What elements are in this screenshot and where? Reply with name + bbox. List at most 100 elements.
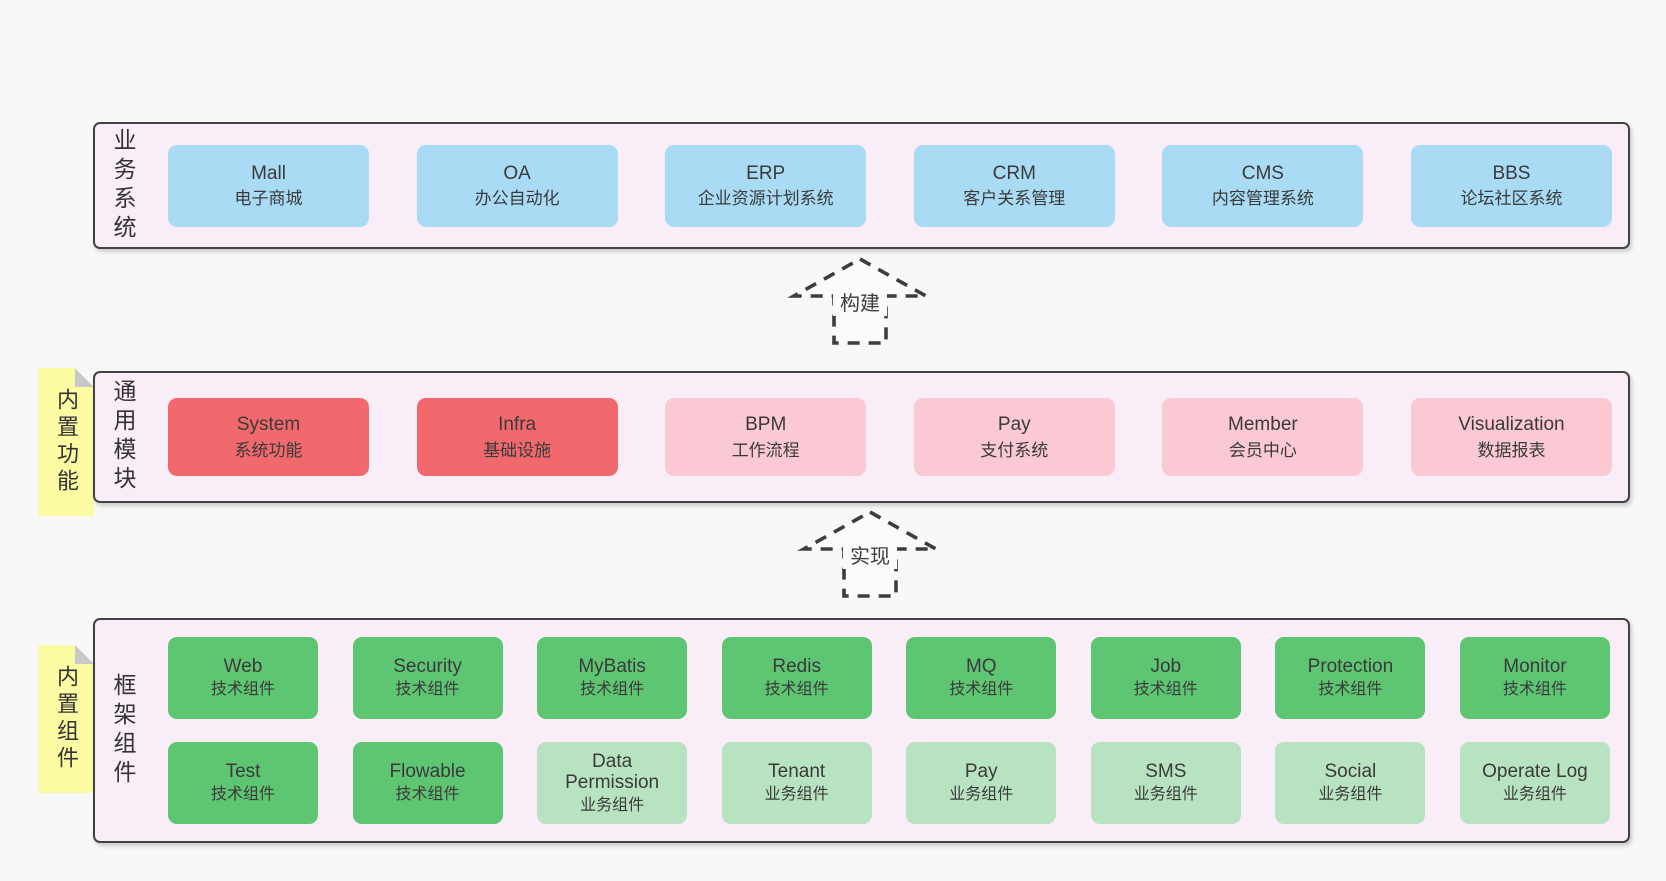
box-title: Visualization [1458,414,1565,435]
box-subtitle: 业务组件 [949,786,1014,804]
diagram-box-operate-log: Operate Log 业务组件 [1459,742,1610,824]
box-title: OA [503,162,531,184]
panel-components-label: 框架组件 [110,672,136,789]
box-subtitle: 技术组件 [1502,681,1567,699]
box-subtitle: 支付系统 [980,440,1049,460]
sticky-fold-icon [75,645,94,664]
diagram-box-infra: Infra 基础设施 [416,398,618,476]
diagram-box-pay-component: Pay 业务组件 [906,742,1057,824]
box-title: Member [1228,414,1298,435]
diagram-box-crm: CRM 客户关系管理 [913,144,1115,227]
box-subtitle: 内容管理系统 [1211,189,1314,209]
box-title: ERP [746,162,786,184]
box-subtitle: 技术组件 [764,681,829,699]
box-subtitle: 会员中心 [1228,440,1297,460]
sticky-note-built-in-features: 内置功能 [38,368,94,516]
diagram-box-security: Security 技术组件 [352,637,503,719]
diagram-box-social: Social 业务组件 [1275,742,1426,824]
box-title: Infra [498,414,537,435]
box-title: Job [1150,656,1182,678]
box-subtitle: 业务组件 [1502,786,1567,804]
diagram-box-redis: Redis 技术组件 [721,637,872,719]
box-subtitle: 技术组件 [395,681,460,699]
build-arrow-label: 构建 [840,292,880,315]
diagram-box-data-permission: Data Permission 业务组件 [537,742,688,824]
diagram-box-bbs: BBS 论坛社区系统 [1410,144,1612,227]
box-title: CMS [1241,162,1284,184]
diagram-box-oa: OA 办公自动化 [416,144,618,227]
diagram-box-visualization: Visualization 数据报表 [1410,398,1612,476]
implement-arrow-label: 实现 [850,545,890,568]
diagram-box-flowable: Flowable 技术组件 [352,742,503,824]
panel-modules-label: 通用模块 [110,379,136,495]
box-title: Monitor [1503,656,1567,678]
diagram-box-pay-system: Pay 支付系统 [913,398,1115,476]
sticky-text: 内置组件 [54,665,79,773]
sticky-note-built-in-components: 内置组件 [38,645,94,793]
box-subtitle: 业务组件 [1133,786,1198,804]
box-subtitle: 技术组件 [1133,681,1198,699]
diagram-box-protection: Protection 技术组件 [1275,637,1426,719]
box-title: BPM [745,414,787,435]
box-title: Mall [251,162,286,184]
box-title: Pay [997,414,1031,435]
box-subtitle: 技术组件 [1318,681,1383,699]
box-title: Social [1324,761,1377,783]
panel-framework-components: 框架组件 Web 技术组件 Security 技术组件 MyBatis 技术组件… [93,618,1630,843]
box-title: Test [225,761,261,783]
box-title: SMS [1145,761,1187,783]
sticky-text: 内置功能 [54,388,79,496]
box-title: Security [393,656,462,678]
box-subtitle: 技术组件 [949,681,1014,699]
diagram-box-erp: ERP 企业资源计划系统 [665,144,867,227]
box-subtitle: 数据报表 [1477,440,1546,460]
diagram-box-mybatis: MyBatis 技术组件 [537,637,688,719]
box-title: Tenant [768,761,826,783]
box-subtitle: 技术组件 [580,681,645,699]
box-title: Operate Log [1482,761,1588,783]
box-title: Web [223,656,263,678]
box-subtitle: 系统功能 [234,440,303,460]
box-title: BBS [1492,162,1531,184]
box-title: System [236,414,301,435]
box-title: Flowable [389,761,466,783]
diagram-box-monitor: Monitor 技术组件 [1459,637,1610,719]
build-arrow-icon: 构建 [787,256,933,346]
components-box-grid: Web 技术组件 Security 技术组件 MyBatis 技术组件 Redi… [134,620,1628,841]
diagram-box-web: Web 技术组件 [168,637,318,719]
box-title: Protection [1307,656,1394,678]
diagram-box-member: Member 会员中心 [1162,398,1364,476]
diagram-box-cms: CMS 内容管理系统 [1162,144,1364,227]
box-subtitle: 电子商城 [234,189,303,209]
box-subtitle: 技术组件 [210,681,275,699]
diagram-box-test: Test 技术组件 [168,742,318,824]
implement-arrow-icon: 实现 [797,509,943,599]
diagram-box-mall: Mall 电子商城 [168,144,369,227]
box-subtitle: 论坛社区系统 [1460,189,1563,209]
box-subtitle: 业务组件 [764,786,829,804]
business-box-row: Mall 电子商城 OA 办公自动化 ERP 企业资源计划系统 CRM 客户关系… [134,124,1628,247]
box-subtitle: 工作流程 [731,440,800,460]
box-title: Redis [772,656,821,678]
box-subtitle: 技术组件 [395,786,460,804]
diagram-box-system: System 系统功能 [168,398,369,476]
box-subtitle: 业务组件 [1318,786,1383,804]
box-subtitle: 企业资源计划系统 [697,189,834,209]
box-title: Data Permission [565,750,660,794]
diagram-box-bpm: BPM 工作流程 [665,398,867,476]
sticky-fold-icon [75,368,94,387]
box-subtitle: 业务组件 [580,797,645,815]
box-subtitle: 客户关系管理 [963,189,1066,209]
box-subtitle: 办公自动化 [474,189,560,209]
modules-box-row: System 系统功能 Infra 基础设施 BPM 工作流程 Pay 支付系统… [134,373,1628,501]
diagram-box-sms: SMS 业务组件 [1090,742,1241,824]
diagram-box-tenant: Tenant 业务组件 [721,742,872,824]
box-title: CRM [992,162,1036,184]
box-title: MyBatis [578,656,646,678]
panel-business-systems: 业务系统 Mall 电子商城 OA 办公自动化 ERP 企业资源计划系统 CRM… [93,122,1630,249]
panel-business-label: 业务系统 [110,127,136,244]
diagram-box-job: Job 技术组件 [1090,637,1241,719]
box-title: MQ [965,656,997,678]
diagram-box-mq: MQ 技术组件 [906,637,1057,719]
